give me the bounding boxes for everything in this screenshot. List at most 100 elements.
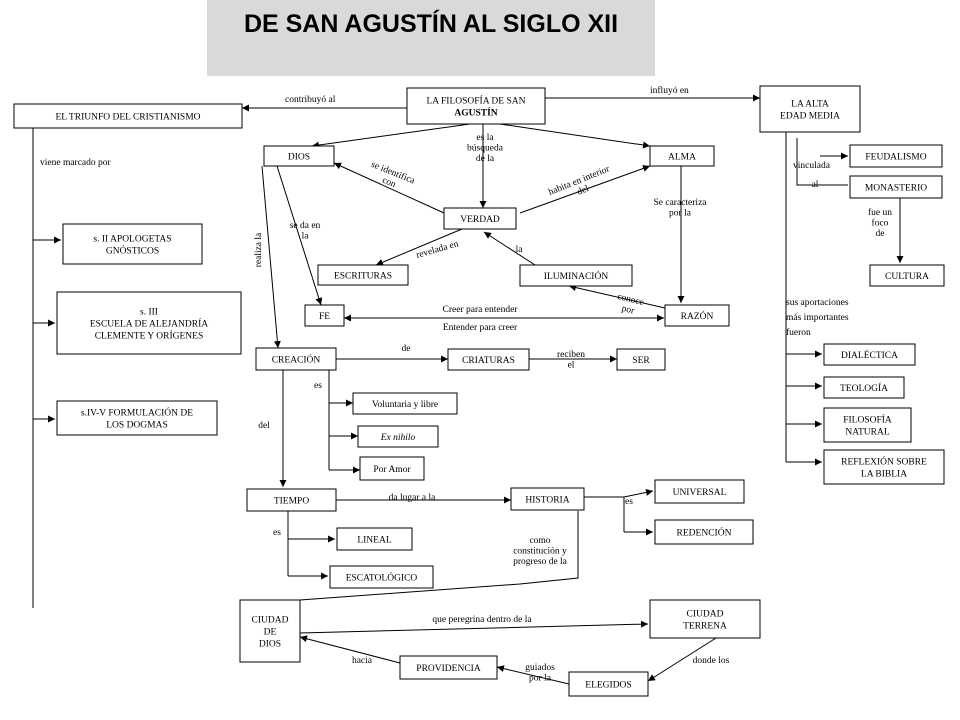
node-box	[823, 449, 945, 485]
label-es2: es	[625, 497, 633, 507]
label-text: da lugar a la	[389, 493, 436, 503]
node-monasterio: MONASTERIO	[849, 175, 943, 199]
label-text: búsqueda	[467, 144, 504, 154]
node-box	[759, 85, 861, 133]
label-text: vinculada	[793, 161, 831, 171]
edge-es-universal	[623, 488, 654, 498]
node-box	[447, 348, 530, 371]
node-dialectica: DIALÉCTICA	[823, 343, 916, 366]
node-text: CLEMENTE Y ORÍGENES	[95, 329, 204, 341]
node-box	[568, 671, 649, 697]
label-viene-marcado: viene marcado por	[40, 158, 112, 168]
edge-vinculada-bracket	[796, 138, 848, 186]
node-text: TEOLOGÍA	[840, 382, 888, 394]
node-text: DE	[264, 627, 277, 637]
node-iluminacion: ILUMINACIÓN	[519, 264, 633, 287]
node-text: DIOS	[288, 152, 310, 162]
label-text: Entender para creer	[443, 323, 518, 333]
node-text: CIUDAD	[687, 609, 724, 619]
node-verdad: VERDAD	[443, 207, 517, 230]
node-triunfo: EL TRIUNFO DEL CRISTIANISMO	[13, 103, 243, 129]
label-text: de	[876, 229, 885, 239]
label-hacia: hacia	[352, 656, 373, 666]
node-text: UNIVERSAL	[673, 488, 727, 498]
label-contribuyo: contribuyó al	[285, 95, 336, 105]
label-text: progreso de la	[513, 557, 568, 567]
label-text: viene marcado por	[40, 158, 112, 168]
node-por-amor: Por Amor	[359, 456, 425, 481]
page-title: DE SAN AGUSTÍN AL SIGLO XII	[244, 9, 618, 38]
edge-filosofia-dios	[311, 123, 471, 149]
label-text: sus aportaciones	[786, 298, 849, 308]
node-text: ALMA	[668, 152, 696, 162]
node-box	[359, 456, 425, 481]
node-text: LA ALTA	[791, 99, 829, 109]
label-text: donde los	[693, 656, 730, 666]
label-de: de	[402, 344, 411, 354]
node-box	[823, 407, 912, 443]
edge-verdad-escrituras	[375, 228, 463, 266]
node-box	[654, 479, 745, 504]
label-es1: es	[314, 381, 322, 391]
label-text: por la	[669, 209, 692, 219]
node-box	[13, 103, 243, 129]
label-text: que peregrina dentro de la	[432, 615, 532, 625]
node-text: CULTURA	[885, 272, 929, 282]
label-text: por	[621, 304, 637, 317]
node-box	[616, 348, 666, 371]
node-text: ESCATOLÓGICO	[346, 571, 418, 583]
label-donde: donde los	[693, 656, 730, 666]
node-box	[664, 304, 730, 327]
node-text: FILOSOFÍA	[843, 413, 892, 425]
node-escrituras: ESCRITURAS	[317, 264, 409, 286]
node-box	[869, 264, 945, 287]
label-text: revelada en	[415, 239, 460, 261]
edge-providencia-ciudad	[299, 635, 401, 664]
node-box	[510, 487, 585, 511]
node-box	[336, 527, 413, 551]
node-box	[823, 343, 916, 366]
label-es3: es	[273, 528, 281, 538]
node-universal: UNIVERSAL	[654, 479, 745, 504]
label-text: hacia	[352, 656, 373, 666]
node-text: Ex nihilo	[380, 433, 416, 443]
node-text: CIUDAD	[252, 615, 289, 625]
node-box	[56, 400, 218, 436]
node-text: CRIATURAS	[462, 356, 515, 366]
label-text: de la	[476, 154, 495, 164]
label-text: al	[812, 180, 819, 190]
node-alma: ALMA	[649, 145, 715, 167]
node-box	[357, 425, 439, 448]
label-text: fueron	[786, 327, 811, 338]
node-redencion: REDENCIÓN	[654, 519, 754, 545]
node-text: DIALÉCTICA	[841, 349, 898, 361]
label-entender: Entender para creer	[443, 323, 518, 333]
node-box	[649, 599, 761, 639]
node-elegidos: ELEGIDOS	[568, 671, 649, 697]
node-box	[519, 264, 633, 287]
node-box	[823, 376, 905, 399]
node-text: s. II APOLOGETAS	[93, 234, 171, 244]
node-razon: RAZÓN	[664, 304, 730, 327]
edge-dios-fe	[276, 165, 323, 306]
node-text: Voluntaria y libre	[372, 400, 438, 410]
label-text: como	[529, 536, 550, 546]
node-text: VERDAD	[460, 215, 500, 225]
edge-verdad-alma	[519, 165, 651, 214]
node-box	[246, 488, 337, 512]
node-lineal: LINEAL	[336, 527, 413, 551]
label-text: la	[302, 232, 310, 242]
node-box	[649, 145, 715, 167]
label-text: con	[381, 176, 398, 191]
label-text: del	[576, 184, 591, 198]
node-box	[443, 207, 517, 230]
